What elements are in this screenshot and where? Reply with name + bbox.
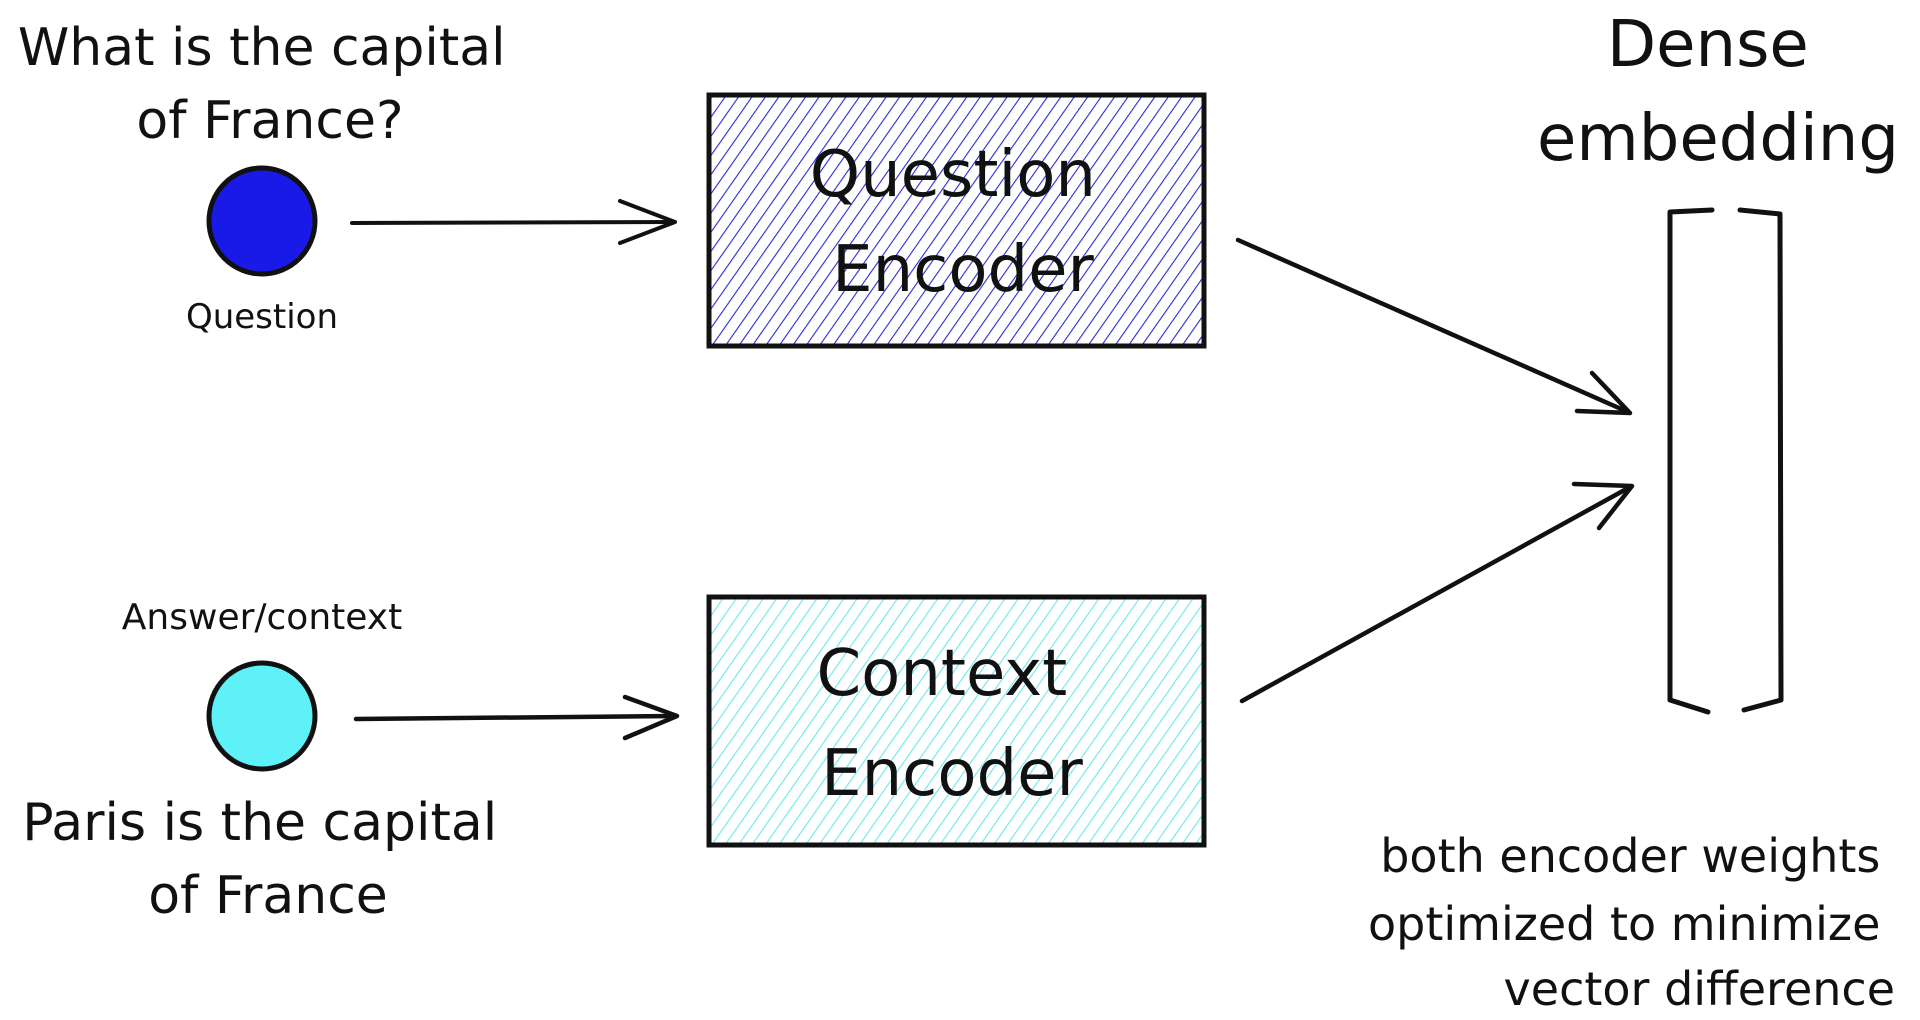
question-encoder-line-2: Encoder xyxy=(832,233,1094,307)
embedding-vector-bracket xyxy=(1667,207,1784,715)
context-encoder-line-2: Encoder xyxy=(821,737,1083,811)
arrow-question-encoder-to-embedding xyxy=(1235,237,1633,416)
note-line-2: optimized to minimize xyxy=(1368,897,1880,951)
context-text-line-2: of France xyxy=(148,866,388,926)
question-node xyxy=(206,165,318,277)
question-encoder-line-1: Question xyxy=(810,138,1096,212)
embedding-title-line-2: embedding xyxy=(1537,102,1899,176)
encoder-weights-note: both encoder weights optimized to minimi… xyxy=(1368,829,1895,1016)
arrow-question-to-encoder xyxy=(350,199,677,245)
question-text-line-1: What is the capital xyxy=(18,18,506,78)
embedding-title-line-1: Dense xyxy=(1607,8,1809,82)
context-encoder-box: Context Encoder xyxy=(706,594,1207,848)
context-text: Paris is the capital of France xyxy=(22,793,513,926)
context-encoder-label: Context Encoder xyxy=(816,637,1087,811)
arrow-context-to-encoder xyxy=(353,694,680,741)
question-encoder-label: Question Encoder xyxy=(810,138,1117,307)
note-line-3: vector difference xyxy=(1504,962,1895,1016)
question-text: What is the capital of France? xyxy=(18,18,522,151)
question-node-label: Question xyxy=(186,297,338,337)
embedding-title: Dense embedding xyxy=(1537,8,1899,176)
note-line-1: both encoder weights xyxy=(1380,829,1880,883)
context-node xyxy=(206,660,318,772)
question-encoder-box: Question Encoder xyxy=(706,92,1207,349)
context-encoder-line-1: Context xyxy=(816,637,1067,711)
context-header-label: Answer/context xyxy=(122,597,402,638)
arrow-context-encoder-to-embedding xyxy=(1239,481,1635,704)
question-text-line-2: of France? xyxy=(136,91,403,151)
context-text-line-1: Paris is the capital xyxy=(22,793,497,853)
